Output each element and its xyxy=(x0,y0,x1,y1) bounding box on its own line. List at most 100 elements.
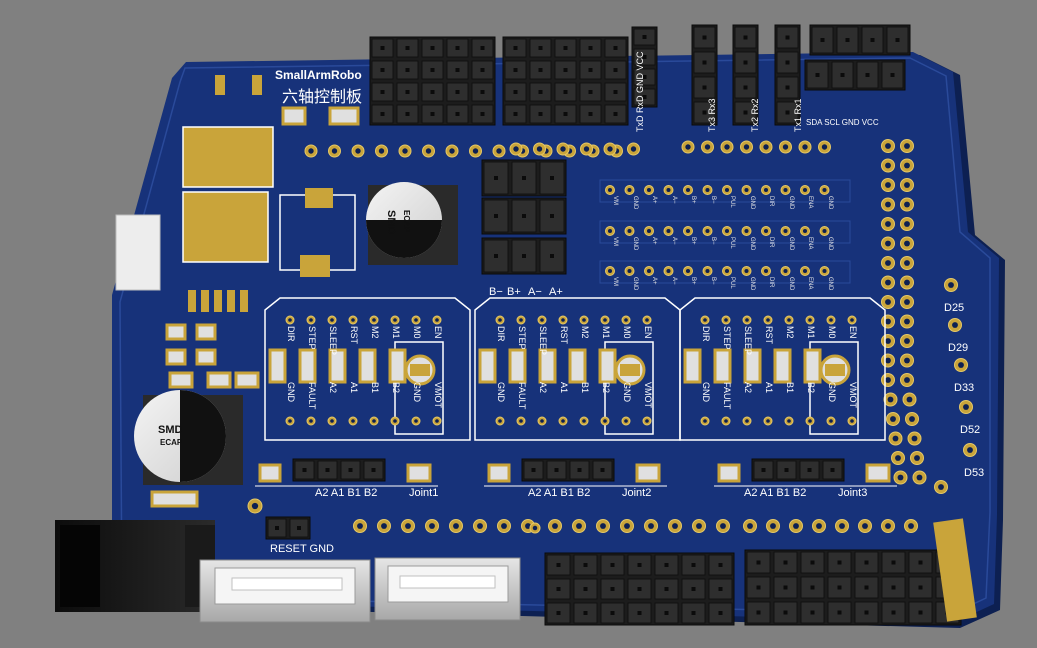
driver-heatsink-outline xyxy=(809,341,859,435)
via-right-column-hole xyxy=(904,143,910,149)
header-bottom-right-hole xyxy=(810,610,815,615)
pin-row-via-hole xyxy=(802,228,808,234)
joint-connectors xyxy=(255,458,897,487)
driver-top-via-hole xyxy=(330,318,334,322)
driver-pin-top-label: M1 xyxy=(601,326,611,339)
header-bottom-left-hole xyxy=(664,611,669,615)
via-right-column-hole xyxy=(904,221,910,227)
pin-row-label: B+ xyxy=(690,277,696,285)
joint-header-2-hole xyxy=(577,468,582,472)
header-center-2-hole xyxy=(494,214,498,218)
via-top-row-2-hole xyxy=(630,146,637,152)
header-center-2 xyxy=(481,197,567,235)
driver-top-via-hole xyxy=(540,318,544,322)
pin-row-via-hole xyxy=(666,228,671,234)
header-uart2-hole xyxy=(743,60,748,65)
via-right-column-hole xyxy=(892,435,899,442)
joint-smd xyxy=(865,463,891,483)
via-top-row-3-hole xyxy=(724,144,730,150)
header-bottom-right-hole xyxy=(864,585,869,590)
via-right-column-hole xyxy=(909,416,915,422)
joint-header-3-hole xyxy=(807,468,812,472)
via-bottom-row-hole xyxy=(453,523,459,529)
header-reset-hole xyxy=(275,526,279,530)
joint2-pins: A2 A1 B1 B2 xyxy=(528,487,591,499)
header-bottom-left-hole xyxy=(718,563,723,567)
driver-outline xyxy=(264,297,471,441)
driver-pin-bottom-label: A1 xyxy=(349,382,359,394)
pin-row-via-hole xyxy=(802,187,808,193)
driver-bottom-via-hole xyxy=(850,419,854,423)
driver-bottom-via-hole xyxy=(351,419,355,423)
driver-top-via-hole xyxy=(519,318,523,322)
driver-pin-top-label: DIR xyxy=(701,326,711,342)
via-right-column-hole xyxy=(895,455,901,461)
usb-b-stub xyxy=(115,214,161,291)
via-bottom-row-2-hole xyxy=(720,523,726,529)
header-uart1-hole xyxy=(702,35,707,40)
pin-row-via-hole xyxy=(607,268,613,274)
driver-pin-bottom-label: FAULT xyxy=(722,382,732,410)
via-digital-hole xyxy=(938,484,944,490)
pin-row-label: ENA xyxy=(807,196,813,209)
pin-row-label: A− xyxy=(670,277,677,285)
driver-bottom-via-hole xyxy=(808,419,812,423)
joint-header-2-hole xyxy=(531,468,536,472)
left-smd-components xyxy=(165,323,260,389)
via-rows xyxy=(247,139,977,534)
driver-module-3 xyxy=(679,297,886,441)
header-bottom-left-hole xyxy=(691,611,696,615)
driver-smd xyxy=(268,348,287,384)
driver-pin-bottom-label: A2 xyxy=(538,382,548,394)
driver-pin-top-label: DIR xyxy=(496,326,506,342)
header-b-hole xyxy=(538,112,543,116)
header-a-hole xyxy=(380,112,385,116)
joint-header-1-hole xyxy=(325,468,330,472)
header-i2c-bottom xyxy=(804,59,906,91)
pin-row-label: GND xyxy=(826,237,833,251)
pin-row-label: GND xyxy=(826,277,833,291)
via-bottom-row-2-hole xyxy=(624,523,630,529)
driver-bottom-via-hole xyxy=(330,419,334,423)
pin-row-label: PUL xyxy=(729,196,735,208)
digital-label-d25: D25 xyxy=(944,302,965,314)
driver-bottom-via-hole xyxy=(498,419,502,423)
driver-bottom-via-hole xyxy=(645,419,649,423)
header-uart0-hole xyxy=(642,55,647,59)
header-bottom-left-hole xyxy=(664,563,669,567)
board-subtitle: 六轴控制板 xyxy=(282,89,363,106)
pin-row-label: PUL xyxy=(729,237,735,249)
header-uart2-hole xyxy=(743,35,748,40)
via-top-row-hole xyxy=(402,148,408,154)
pin-row-label: B+ xyxy=(690,196,696,204)
driver-top-via-hole xyxy=(582,318,586,322)
header-reset xyxy=(265,516,311,540)
header-bottom-right-hole xyxy=(891,610,896,615)
pin-row-via-hole xyxy=(763,268,769,274)
via-top-row-hole xyxy=(449,148,455,154)
pin-row-via-hole xyxy=(666,268,671,274)
driver-pin-bottom-label: B2 xyxy=(601,382,611,394)
header-a-hole xyxy=(480,46,485,50)
pin-row-via-hole xyxy=(705,228,710,234)
pin-row-via-hole xyxy=(763,187,769,193)
driver-pin-top-label: M0 xyxy=(827,326,837,339)
driver-top-via-hole xyxy=(393,318,397,322)
header-a-hole xyxy=(455,46,460,50)
driver-top-via-hole xyxy=(288,318,292,322)
via-right-column-hole xyxy=(916,474,923,481)
driver-pin-bottom-label: GND xyxy=(622,382,632,402)
driver-pot-pad xyxy=(410,364,430,376)
joint-header-1 xyxy=(292,458,386,482)
driver-pin-top-label: M2 xyxy=(580,326,590,339)
header-center-3 xyxy=(481,237,567,275)
pin-row-label: PUL xyxy=(729,277,735,289)
header-bottom-right-hole xyxy=(783,610,788,615)
header-b-hole xyxy=(613,68,618,72)
driver-top-via-hole xyxy=(766,318,770,322)
joint-header-2-body xyxy=(521,458,615,482)
driver-top-via-hole xyxy=(309,318,313,322)
driver-outline xyxy=(679,297,886,441)
via-bottom-row-hole xyxy=(405,523,411,529)
